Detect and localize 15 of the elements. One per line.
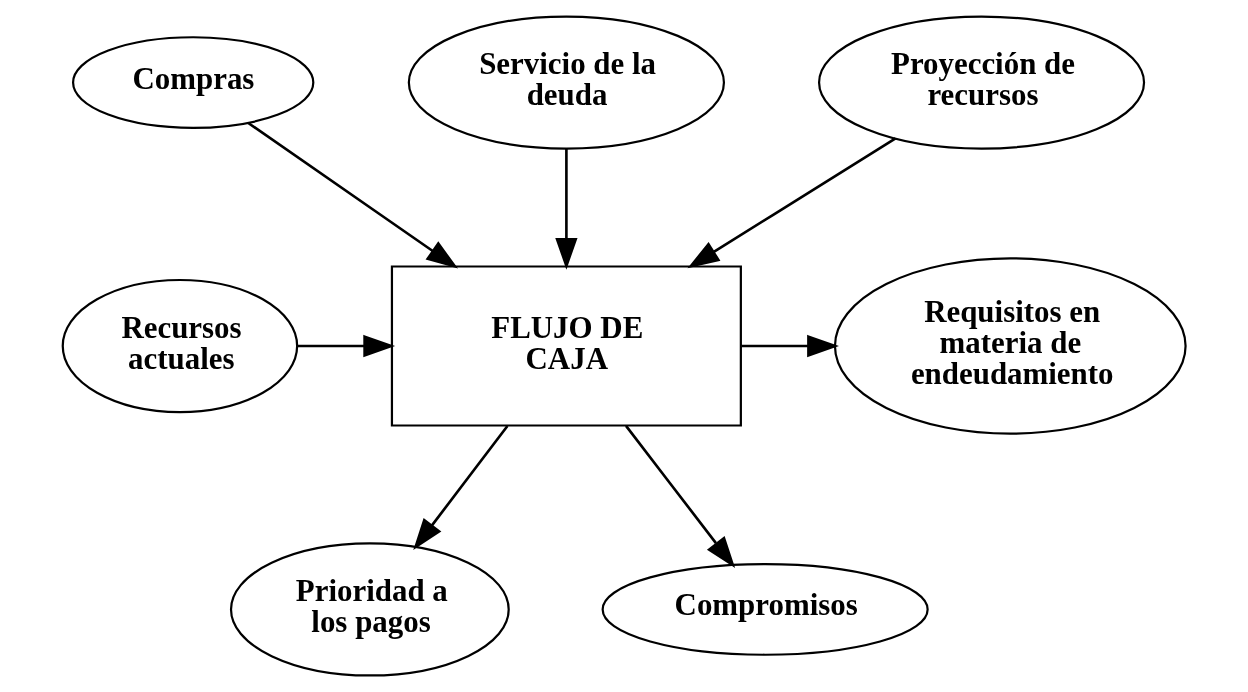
node-ellipse: Proyección de recursos [817,15,1146,150]
node-ellipse: Prioridad a los pagos [229,542,510,677]
arrow [625,425,736,569]
node-ellipse: Compromisos [601,563,929,656]
arrow [413,425,509,551]
arrow [297,334,396,358]
arrow [247,121,459,269]
node-ellipse: Requisitos en materia de endeudamiento [833,257,1187,435]
node-ellipse: Servicio de la deuda [407,15,726,150]
arrow [555,148,578,270]
node-box: FLUJO DE CAJA [390,265,742,427]
arrow [741,334,839,358]
arrow [687,137,897,269]
node-ellipse: Recursos actuales [61,278,299,414]
node-ellipse: Compras [71,36,315,129]
